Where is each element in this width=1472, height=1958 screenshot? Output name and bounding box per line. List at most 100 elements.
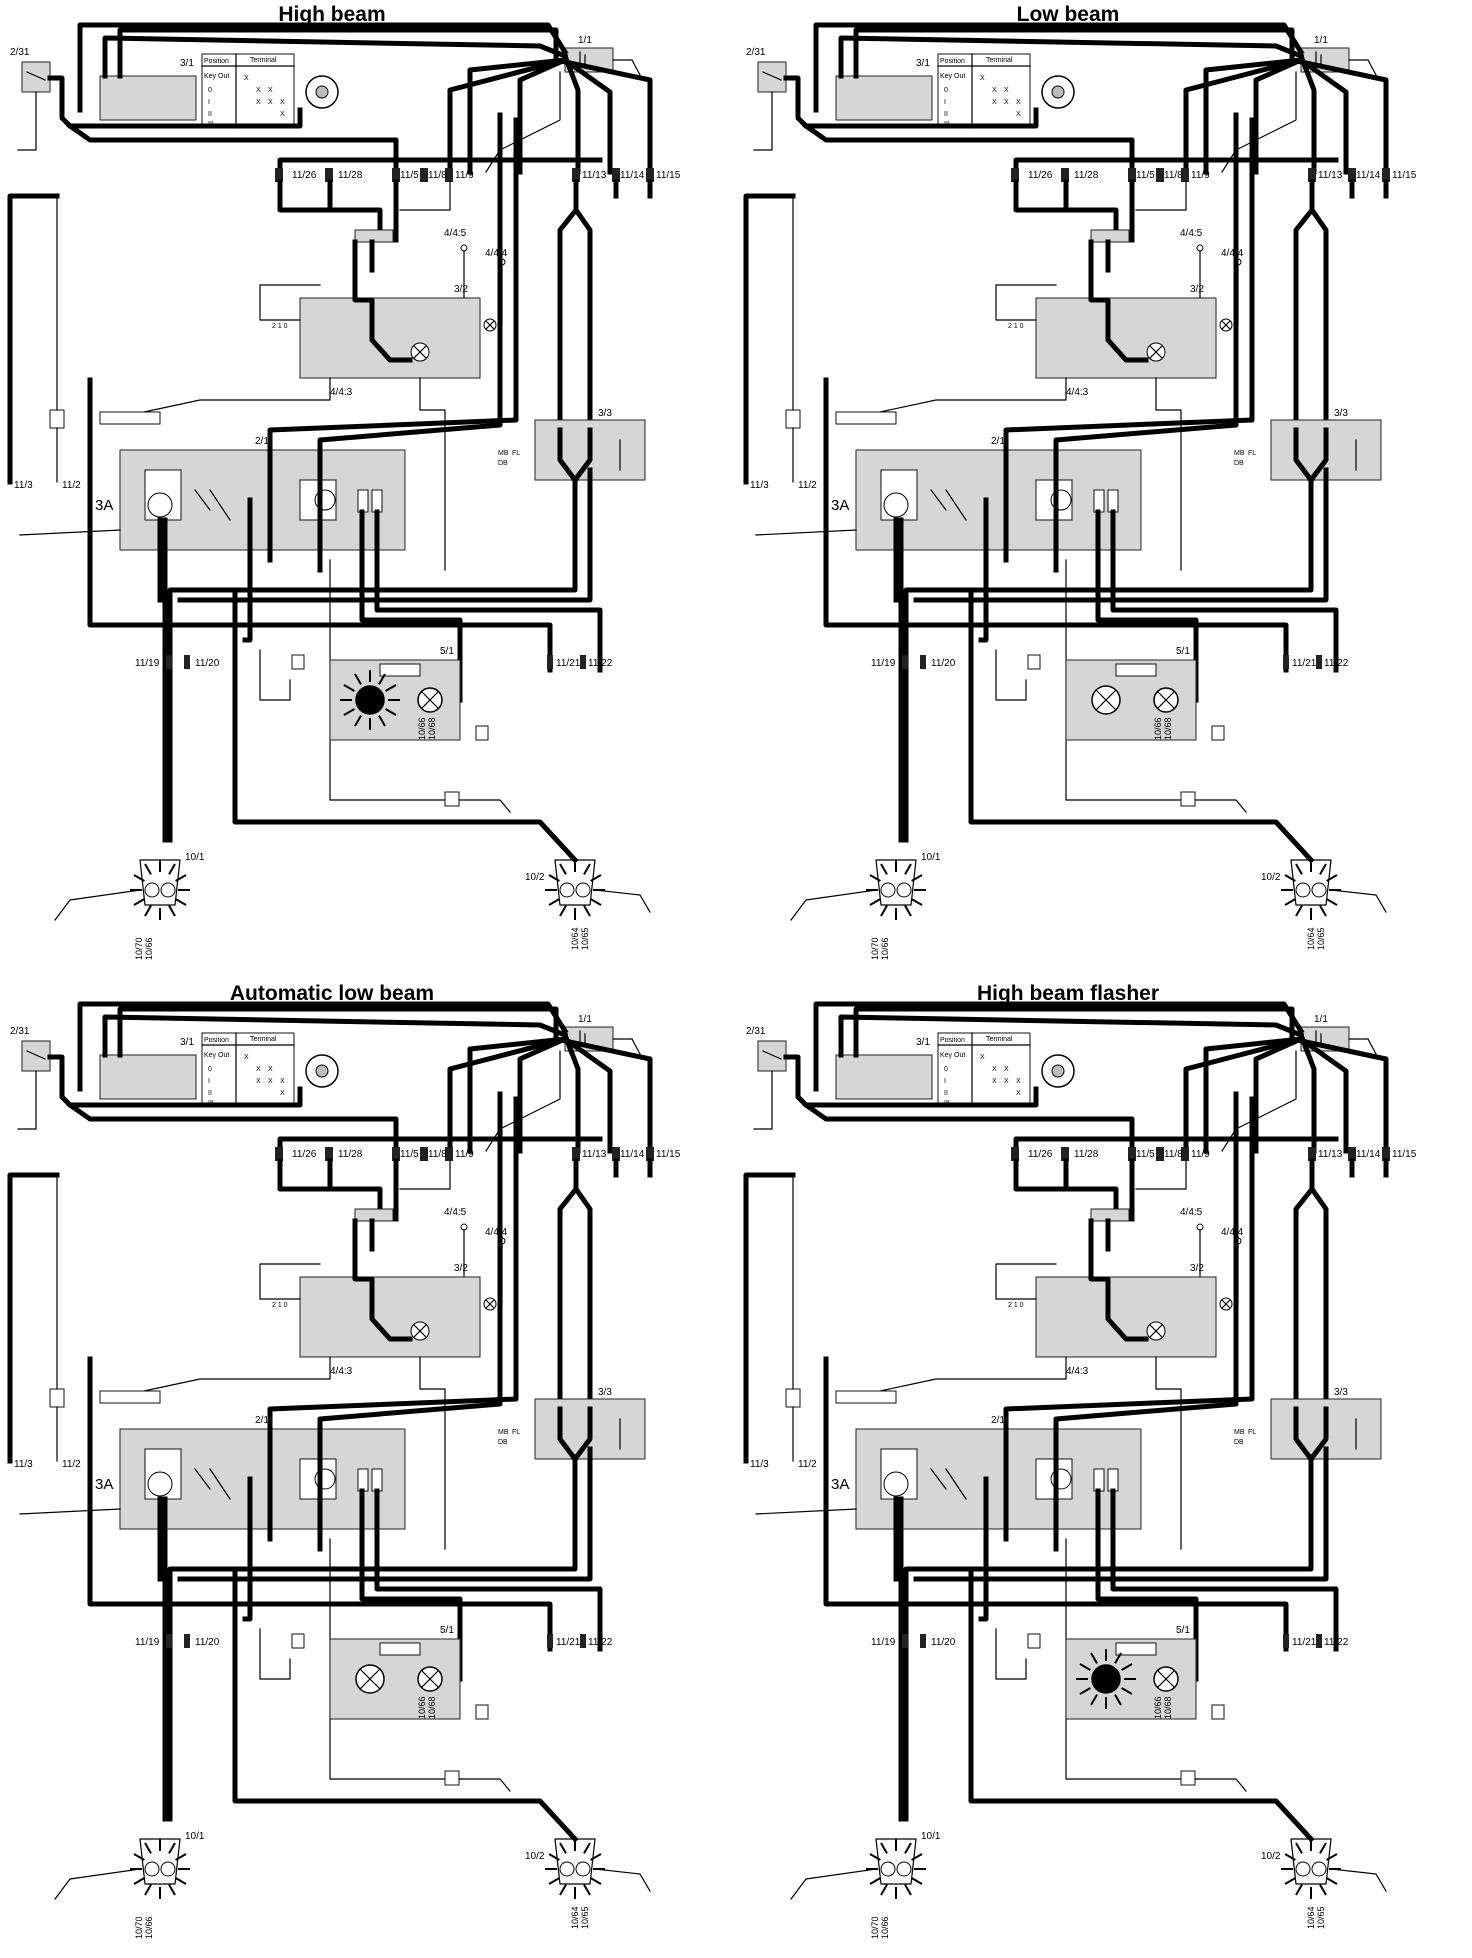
svg-text:0: 0 (944, 87, 948, 94)
light-ray (1319, 863, 1327, 875)
wiring-diagram: Automatic low beam 1/1 2/31 3/1 Position… (7, 982, 681, 1939)
svg-text:10/2: 10/2 (1261, 872, 1281, 883)
light-ray (175, 1853, 187, 1861)
light-switch-3-2: 3/2 2 1 0 4/4:3 (865, 1218, 1233, 1550)
light-ray (343, 684, 355, 692)
svg-text:10/66: 10/66 (417, 1696, 427, 1719)
light-ray (911, 874, 923, 882)
diagram-title: High beam (278, 3, 385, 26)
light-ray (175, 1877, 187, 1885)
light-ray (1114, 1694, 1122, 1706)
svg-text:11/13: 11/13 (1318, 1149, 1343, 1160)
light-ray (548, 1853, 560, 1861)
stalk-switch-3-3: 3/3 MB FL DB (167, 408, 646, 843)
svg-text:11/14: 11/14 (1356, 1149, 1381, 1160)
light-ray (583, 863, 591, 875)
svg-text:4/4:4: 4/4:4 (485, 248, 508, 259)
light-ray (1326, 1877, 1338, 1885)
svg-text:11/28: 11/28 (338, 170, 363, 181)
key-table-mark: X (1016, 1078, 1021, 1085)
light-ray (583, 905, 591, 917)
svg-text:1/1: 1/1 (578, 1014, 592, 1025)
svg-text:10/70: 10/70 (870, 1916, 880, 1939)
svg-text:11/26: 11/26 (1028, 170, 1053, 181)
light-ray (144, 1884, 152, 1896)
highbeam-indicator (340, 670, 400, 730)
panel-high-beam-flasher: High beam flasher 1/1 2/31 3/1 Position … (736, 979, 1472, 1958)
highbeam-indicator-lit (1092, 1665, 1120, 1693)
light-ray (133, 1877, 145, 1885)
key-table-mark: X (268, 87, 273, 94)
svg-text:10/66: 10/66 (144, 1916, 154, 1939)
svg-text:Terminal: Terminal (986, 1036, 1013, 1043)
svg-text:10/64: 10/64 (570, 1906, 580, 1929)
svg-text:4/4:3: 4/4:3 (1066, 387, 1089, 398)
light-ray (354, 673, 362, 685)
light-ray (175, 874, 187, 882)
svg-text:0: 0 (208, 1066, 212, 1073)
svg-text:FL: FL (1248, 450, 1256, 457)
fuse: 11/3 11/2 (7, 1172, 81, 1470)
svg-text:10/1: 10/1 (185, 852, 205, 863)
svg-text:3/2: 3/2 (1190, 284, 1204, 295)
headlamp-10-1: 10/1 10/70 10/66 (54, 1831, 205, 1939)
svg-text:2 1 0: 2 1 0 (272, 323, 288, 330)
svg-text:10/1: 10/1 (921, 1831, 941, 1842)
stalk-switch-3-3: 3/3 MB FL DB (903, 1387, 1382, 1822)
svg-text:4/4:4: 4/4:4 (1221, 248, 1244, 259)
svg-text:DB: DB (1234, 1439, 1244, 1446)
key-table-mark: X (268, 1066, 273, 1073)
svg-text:11/20: 11/20 (931, 658, 956, 669)
light-ray (583, 1842, 591, 1854)
svg-text:2 1 0: 2 1 0 (1008, 323, 1024, 330)
relay-2-31: 2/31 (746, 1026, 787, 1130)
svg-text:11/21: 11/21 (1292, 1637, 1317, 1648)
light-ray (1121, 1663, 1133, 1671)
svg-text:10/68: 10/68 (427, 717, 437, 740)
svg-text:1/1: 1/1 (1314, 1014, 1328, 1025)
light-ray (144, 863, 152, 875)
light-ray (144, 905, 152, 917)
light-ray (559, 863, 567, 875)
key-table-mark: X (1016, 1090, 1021, 1097)
light-ray (1319, 1884, 1327, 1896)
svg-text:11/13: 11/13 (1318, 170, 1343, 181)
headlamp-10-2: 10/2 10/64 10/65 (1261, 859, 1387, 950)
panel-high-beam: High beam 1/1 2/31 3/1 Position Terminal… (0, 0, 736, 979)
svg-text:11/3: 11/3 (14, 1459, 33, 1470)
light-ray (590, 1877, 602, 1885)
svg-text:11/2: 11/2 (798, 480, 817, 491)
light-ray (133, 874, 145, 882)
light-ray (1114, 1652, 1122, 1664)
svg-text:10/66: 10/66 (417, 717, 427, 740)
svg-text:4/4:5: 4/4:5 (1180, 1207, 1203, 1218)
connector-row-lower: 11/19 11/20 11/21 11/22 (871, 654, 1349, 741)
svg-text:3/2: 3/2 (1190, 1263, 1204, 1274)
svg-text:11/9: 11/9 (1191, 1149, 1210, 1160)
connector-block: 4/4:5 4/4:4 (354, 228, 508, 326)
svg-text:11/20: 11/20 (195, 658, 220, 669)
svg-text:11/26: 11/26 (1028, 1149, 1053, 1160)
svg-text:11/21: 11/21 (1292, 658, 1317, 669)
svg-text:10/1: 10/1 (185, 1831, 205, 1842)
svg-text:Terminal: Terminal (250, 1036, 277, 1043)
light-ray (590, 874, 602, 882)
svg-text:11/21: 11/21 (556, 1637, 581, 1648)
svg-text:4/4:5: 4/4:5 (444, 228, 467, 239)
svg-text:Terminal: Terminal (986, 57, 1013, 64)
key-table-mark: X (280, 1090, 285, 1097)
svg-text:11/13: 11/13 (582, 1149, 607, 1160)
fuse: 11/3 11/2 (7, 193, 81, 491)
control-module-2-1: 2/1 3A (19, 411, 406, 551)
svg-text:2 1 0: 2 1 0 (272, 1302, 288, 1309)
light-ray (343, 708, 355, 716)
light-ray (904, 1884, 912, 1896)
svg-text:2/31: 2/31 (746, 1026, 766, 1037)
ignition-switch-3-1: 3/1 Position Terminal Key Out 0 I II III… (99, 53, 339, 129)
lower-harness-wires (87, 112, 603, 864)
light-ray (133, 898, 145, 906)
svg-text:11/28: 11/28 (1074, 170, 1099, 181)
wiring-diagram: High beam 1/1 2/31 3/1 Position Terminal… (7, 3, 681, 960)
key-table-mark: X (280, 99, 285, 106)
svg-text:2/31: 2/31 (746, 47, 766, 58)
